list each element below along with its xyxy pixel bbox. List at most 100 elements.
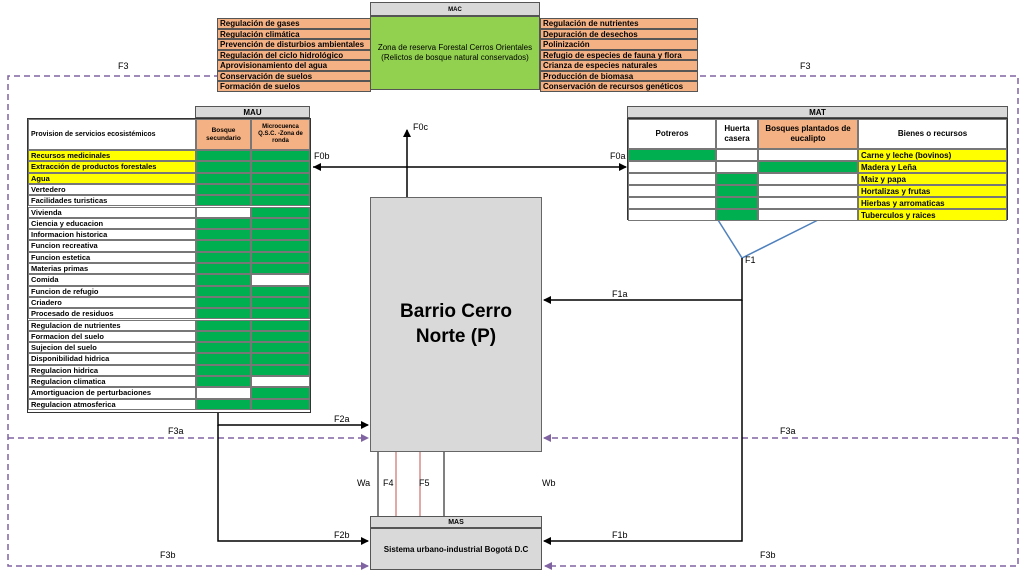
label-f3b-left: F3b [160, 550, 176, 560]
mat-cell-huerta [716, 149, 758, 161]
label-wb: Wb [542, 478, 556, 488]
mas-title: Sistema urbano-industrial Bogotá D.C [383, 544, 529, 554]
barrio-title: Barrio Cerro Norte (P) [400, 300, 512, 347]
mau-cell-microcuenca [251, 206, 310, 218]
f3-dashed-loop-right [540, 75, 1019, 570]
mat-row-label: Maiz y papa [858, 173, 1007, 185]
mac-service-item: Formación de suelos [217, 81, 371, 92]
label-f0b: F0b [314, 151, 330, 161]
mau-row-label: Recursos medicinales [28, 150, 196, 162]
mat-cell-potreros [628, 161, 716, 173]
mat-cell-potreros [628, 173, 716, 185]
label-f0c: F0c [413, 122, 429, 132]
mau-cell-bosque [196, 319, 251, 331]
mau-row-label: Vivienda [28, 206, 196, 218]
mau-cell-microcuenca [251, 376, 310, 388]
mat-header-bosques: Bosques plantados de eucalipto [758, 119, 858, 149]
label-f3b-right: F3b [760, 550, 776, 560]
mau-row-label: Comida [28, 274, 196, 286]
mat-cell-bosques [758, 185, 858, 197]
mac-header: MAC [370, 2, 540, 16]
mau-row-label: Funcion recreativa [28, 240, 196, 252]
mau-cell-microcuenca [251, 330, 310, 343]
mau-row-label: Regulacion climatica [28, 376, 196, 388]
mas-header: MAS [370, 516, 542, 528]
mau-cell-microcuenca [251, 240, 310, 252]
mau-cell-microcuenca [251, 319, 310, 331]
f3-dashed-loop [7, 75, 370, 570]
mau-cell-microcuenca [251, 353, 310, 365]
mac-service-item: Depuración de desechos [540, 28, 698, 39]
mat-row-label: Tuberculos y raices [858, 209, 1007, 221]
mat-cell-bosques [758, 161, 858, 173]
mau-header-services: Provision de servicios ecosistémicos [28, 119, 196, 150]
label-f2a: F2a [334, 414, 350, 424]
mau-row-label: Sujecion del suelo [28, 342, 196, 354]
mau-cell-microcuenca [251, 217, 310, 230]
mac-service-item: Aprovisionamiento del agua [217, 60, 371, 71]
mau-cell-bosque [196, 376, 251, 388]
label-f4: F4 [383, 478, 394, 488]
mau-cell-microcuenca [251, 263, 310, 275]
mau-row-label: Vertedero [28, 183, 196, 196]
mau-cell-bosque [196, 263, 251, 275]
mau-cell-bosque [196, 183, 251, 196]
mau-row-label: Funcion estetica [28, 251, 196, 263]
mau-cell-bosque [196, 240, 251, 252]
mau-row-label: Criadero [28, 296, 196, 309]
mac-service-item: Crianza de especies naturales [540, 60, 698, 71]
mau-cell-bosque [196, 387, 251, 399]
mat-header-potreros: Potreros [628, 119, 716, 149]
mau-cell-microcuenca [251, 308, 310, 320]
label-wa: Wa [357, 478, 371, 488]
mau-row-label: Funcion de refugio [28, 285, 196, 297]
mau-cell-bosque [196, 161, 251, 173]
mau-cell-microcuenca [251, 387, 310, 399]
mat-cell-huerta [716, 185, 758, 197]
mac-service-item: Prevención de disturbios ambientales [217, 39, 371, 50]
mac-service-item: Regulación climática [217, 28, 371, 39]
mau-cell-microcuenca [251, 195, 310, 207]
mau-cell-bosque [196, 274, 251, 286]
mau-row-label: Regulacion hidrica [28, 364, 196, 376]
label-f3a-right: F3a [780, 426, 796, 436]
mac-service-item: Regulación de nutrientes [540, 18, 698, 29]
mau-cell-bosque [196, 364, 251, 376]
mau-row-label: Regulacion de nutrientes [28, 319, 196, 331]
mau-cell-bosque [196, 172, 251, 184]
label-f1: F1 [745, 255, 756, 265]
mat-cell-potreros [628, 197, 716, 209]
f1b-arrow [543, 300, 743, 545]
label-f1b: F1b [612, 530, 628, 540]
mau-cell-microcuenca [251, 161, 310, 173]
label-f0a: F0a [610, 151, 626, 161]
mau-cell-bosque [196, 398, 251, 410]
mau-cell-bosque [196, 217, 251, 230]
mau-cell-bosque [196, 308, 251, 320]
barrio-cerro-norte-box: Barrio Cerro Norte (P) [370, 197, 542, 452]
mat-row-label: Madera y Leña [858, 161, 1007, 173]
mat-cell-bosques [758, 173, 858, 185]
mau-row-label: Formacion del suelo [28, 330, 196, 343]
mac-service-item: Producción de biomasa [540, 70, 698, 81]
mat-cell-potreros [628, 185, 716, 197]
mau-row-label: Amortiguacion de perturbaciones [28, 387, 196, 399]
mau-row-label: Disponibilidad hidrica [28, 353, 196, 365]
mat-cell-bosques [758, 209, 858, 221]
mau-header-bosque: Bosque secundario [196, 119, 251, 150]
mac-service-item: Polinización [540, 39, 698, 50]
mau-cell-bosque [196, 285, 251, 297]
f2b-arrow [217, 425, 369, 545]
mau-row-label: Extracción de productos forestales [28, 161, 196, 173]
label-f3a-left: F3a [168, 426, 184, 436]
mau-row-label: Materias primas [28, 263, 196, 275]
mau-cell-microcuenca [251, 183, 310, 196]
mau-cell-bosque [196, 342, 251, 354]
mau-header-microcuenca: Microcuenca Q.S.C. -Zona de ronda [251, 119, 310, 150]
label-f3-left: F3 [118, 61, 129, 71]
mau-cell-microcuenca [251, 285, 310, 297]
mat-title: MAT [627, 106, 1008, 118]
